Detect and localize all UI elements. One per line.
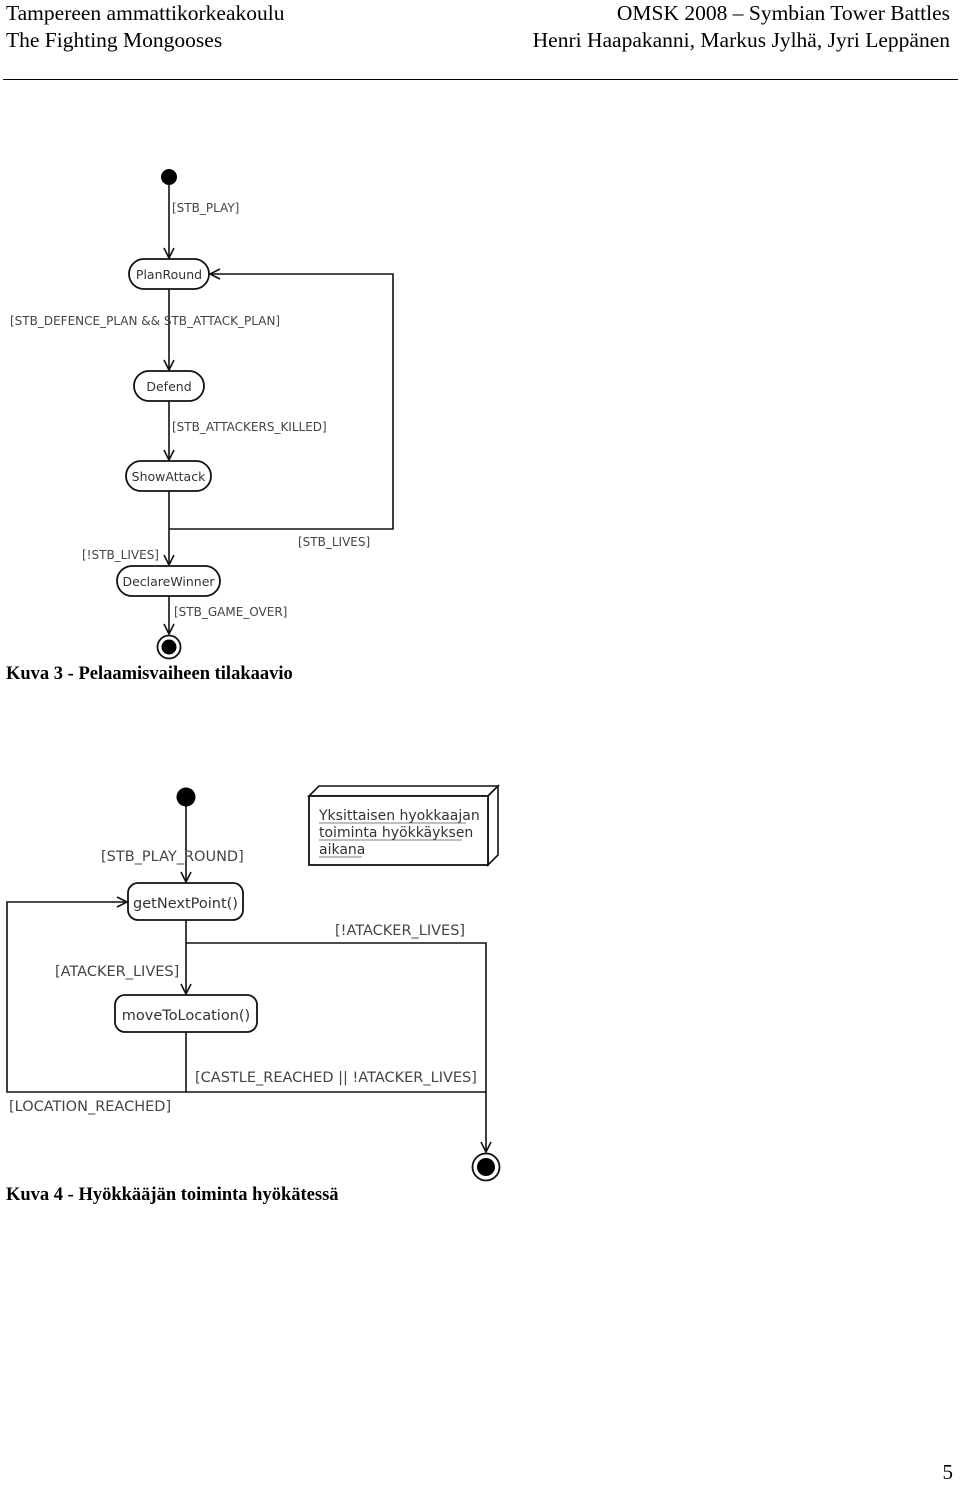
note-line-1: Yksittaisen hyokkaajan [318, 808, 480, 824]
guard-lives: [STB_LIVES] [298, 535, 370, 549]
note-box-side [487, 784, 499, 867]
team-name: The Fighting Mongooses [6, 28, 223, 52]
final-state-core [161, 639, 177, 655]
figure3-state-diagram: [STB_PLAY] PlanRound [STB_DEFENCE_PLAN &… [10, 169, 394, 660]
note-box-top [307, 785, 500, 797]
header-left: Tampereen ammattikorkeakoulu The Fightin… [6, 0, 284, 54]
state-showattack-label: ShowAttack [132, 469, 206, 484]
guard-defence-attack-plan: [STB_DEFENCE_PLAN && STB_ATTACK_PLAN] [10, 314, 280, 328]
initial-state-node [161, 169, 177, 185]
guard-attacker-lives: [ATACKER_LIVES] [55, 964, 179, 980]
figure4-caption: Kuva 4 - Hyökkääjän toiminta hyökätessä [6, 1185, 339, 1205]
guard-not-attacker-lives: [!ATACKER_LIVES] [335, 923, 465, 939]
state-getnextpoint-label: getNextPoint() [133, 896, 238, 912]
guard-location-reached: [LOCATION_REACHED] [9, 1099, 171, 1115]
institution-name: Tampereen ammattikorkeakoulu [6, 1, 285, 25]
state-declarewinner-label: DeclareWinner [122, 574, 215, 589]
project-title: OMSK 2008 – Symbian Tower Battles [616, 1, 950, 25]
note-line-3: aikana [319, 842, 365, 858]
note-box [308, 795, 489, 866]
state-planround-label: PlanRound [136, 267, 202, 282]
transition-movetolocation-getnextpoint-loop [6, 902, 186, 1093]
figure3-caption: Kuva 3 - Pelaamisvaiheen tilakaavio [6, 664, 293, 684]
page-number: 5 [942, 1460, 954, 1484]
state-movetolocation-label: moveToLocation() [122, 1008, 250, 1024]
guard-castle-or-dead: [CASTLE_REACHED || !ATACKER_LIVES] [195, 1070, 477, 1086]
guard-attackers-killed: [STB_ATTACKERS_KILLED] [172, 420, 327, 434]
initial-state-node-2 [176, 787, 196, 807]
guard-not-lives: [!STB_LIVES] [82, 548, 159, 562]
state-defend-label: Defend [146, 379, 191, 394]
guard-game-over: [STB_GAME_OVER] [174, 605, 287, 619]
header-rule [3, 79, 958, 80]
guard-play-round: [STB_PLAY_ROUND] [101, 849, 244, 865]
figure4-state-diagram: [STB_PLAY_ROUND] Yksittaisen hyokkaajan … [6, 784, 501, 1182]
guard-stb-play: [STB_PLAY] [172, 201, 239, 215]
header-right: OMSK 2008 – Symbian Tower Battles Henri … [533, 0, 950, 54]
final-state-core-2 [477, 1158, 495, 1176]
note-line-2: toiminta hyökkäyksen [319, 825, 473, 841]
transition-showattack-planround-loop [169, 274, 394, 530]
authors: Henri Haapakanni, Markus Jylhä, Jyri Lep… [532, 28, 950, 52]
transition-getnextpoint-final [186, 942, 486, 1152]
